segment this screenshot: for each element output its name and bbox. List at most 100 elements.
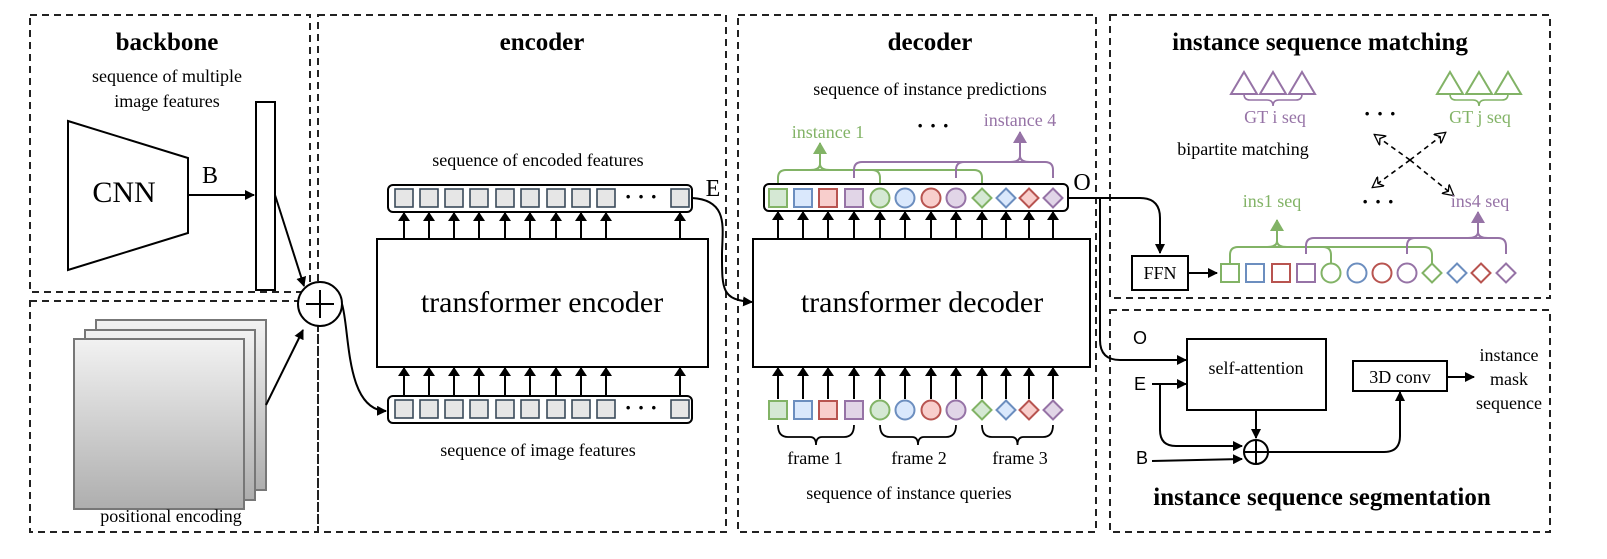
frame-brace xyxy=(981,424,1054,446)
prediction-token-circle xyxy=(945,187,967,209)
matching-title: instance sequence matching xyxy=(1172,29,1468,56)
ins4-bracket-join xyxy=(1477,231,1489,239)
feature-cell xyxy=(419,399,439,419)
matched-token-square xyxy=(1271,263,1291,283)
query-tokens xyxy=(768,399,1064,421)
prediction-token-circle xyxy=(920,187,942,209)
ins4-label: ins4 seq xyxy=(1451,191,1510,211)
decoder-panel xyxy=(737,14,1097,533)
gt-i-label: GT i seq xyxy=(1244,107,1306,127)
matching-bottom-ellipsis: · · · xyxy=(1361,189,1394,214)
seg-b-label: B xyxy=(1136,448,1148,468)
pe-layer-1 xyxy=(73,338,245,510)
gt-triangle xyxy=(1464,70,1494,95)
prediction-tokens xyxy=(768,187,1064,209)
decoder-ellipsis: · · · xyxy=(916,113,949,138)
sum-to-encoder-arrow xyxy=(341,303,387,416)
frame-braces xyxy=(777,424,1054,446)
ins4-bracket-arrow xyxy=(1467,211,1485,239)
self-attention-box xyxy=(1186,338,1327,411)
matched-token-diamond xyxy=(1421,262,1443,284)
instance-4-bracket-arrow xyxy=(1009,131,1027,163)
gt-j-sequence xyxy=(1435,70,1523,107)
feature-cell xyxy=(419,188,439,208)
image-features-row xyxy=(387,395,693,424)
features-to-sum-arrow xyxy=(274,194,307,287)
query-token-diamond xyxy=(1042,399,1064,421)
transformer-encoder-label: transformer encoder xyxy=(421,286,663,319)
feature-cell xyxy=(444,399,464,419)
prediction-token-square xyxy=(818,188,838,208)
mask-output-line3: sequence xyxy=(1476,393,1542,413)
feature-cell xyxy=(394,188,414,208)
cnn-label: CNN xyxy=(92,176,155,209)
query-token-diamond xyxy=(995,399,1017,421)
sum-node xyxy=(297,281,343,327)
instance-1-bracket-join xyxy=(819,163,831,171)
matched-token-square xyxy=(1220,263,1240,283)
matched-token-circle xyxy=(1346,262,1368,284)
ins1-bracket xyxy=(1229,246,1433,263)
bipartite-label: bipartite matching xyxy=(1177,139,1308,159)
matched-token-square xyxy=(1245,263,1265,283)
query-token-square xyxy=(844,400,864,420)
e-to-decoder-arrow xyxy=(691,197,753,307)
encoded-ellipsis: · · · xyxy=(624,184,657,209)
encoded-feature-cells xyxy=(394,188,690,208)
feature-cell xyxy=(469,188,489,208)
prediction-token-circle xyxy=(869,187,891,209)
backbone-title: backbone xyxy=(116,29,219,56)
ins4-bracket xyxy=(1305,237,1507,254)
matched-tokens xyxy=(1220,262,1517,284)
features-label-line1: sequence of multiple xyxy=(92,66,242,86)
mask-output-line2: mask xyxy=(1490,369,1528,389)
prediction-token-diamond xyxy=(1042,187,1064,209)
prediction-token-square xyxy=(793,188,813,208)
query-token-circle xyxy=(869,399,891,421)
matched-token-circle xyxy=(1371,262,1393,284)
instance-1-bracket xyxy=(777,169,983,186)
instance-4-bracket xyxy=(853,161,1054,178)
ins1-bracket-join xyxy=(1276,240,1288,248)
mask-output-line1: instance xyxy=(1480,345,1539,365)
prediction-token-diamond xyxy=(1018,187,1040,209)
ins1-bracket-arrow xyxy=(1266,219,1284,248)
decoder-output-arrows xyxy=(772,211,1059,239)
gt-triangle xyxy=(1287,70,1317,95)
instance-4-label: instance 4 xyxy=(984,110,1056,130)
seg-e-label: E xyxy=(1134,374,1146,394)
gt-brace xyxy=(1243,93,1303,107)
matched-token-diamond xyxy=(1495,262,1517,284)
feature-cell xyxy=(394,399,414,419)
encoded-features-label: sequence of encoded features xyxy=(432,150,643,170)
o-to-ffn-arrow xyxy=(1068,197,1165,254)
matched-token-diamond xyxy=(1446,262,1468,284)
gt-i-sequence xyxy=(1229,70,1317,107)
seg-o-label: O xyxy=(1133,328,1147,348)
transformer-decoder-label: transformer decoder xyxy=(801,286,1043,319)
matched-token-circle xyxy=(1396,262,1418,284)
matching-top-ellipsis: · · · xyxy=(1363,101,1396,126)
gt-j-label: GT j seq xyxy=(1449,107,1511,127)
gt-triangle xyxy=(1493,70,1523,95)
query-token-square xyxy=(793,400,813,420)
matching-brackets xyxy=(1229,211,1507,263)
query-token-circle xyxy=(894,399,916,421)
matching-panel xyxy=(1109,14,1551,299)
b-to-sum-arrow xyxy=(1151,454,1243,465)
ffn-box xyxy=(1131,255,1189,291)
prediction-token-circle xyxy=(894,187,916,209)
feature-cell xyxy=(546,188,566,208)
instance-1-bracket-arrow xyxy=(809,142,827,171)
decoder-input-arrows xyxy=(772,367,1059,399)
predictions-label: sequence of instance predictions xyxy=(813,79,1046,99)
feature-cell xyxy=(596,399,616,419)
feature-cell xyxy=(571,188,591,208)
image-features-label: sequence of image features xyxy=(440,440,635,460)
frame-brace xyxy=(777,424,855,446)
features-label-line2: image features xyxy=(114,91,219,111)
backbone-panel xyxy=(29,14,311,293)
ffn-label: FFN xyxy=(1143,263,1176,283)
conv3d-label: 3D conv xyxy=(1369,367,1431,387)
feature-cell xyxy=(495,188,515,208)
